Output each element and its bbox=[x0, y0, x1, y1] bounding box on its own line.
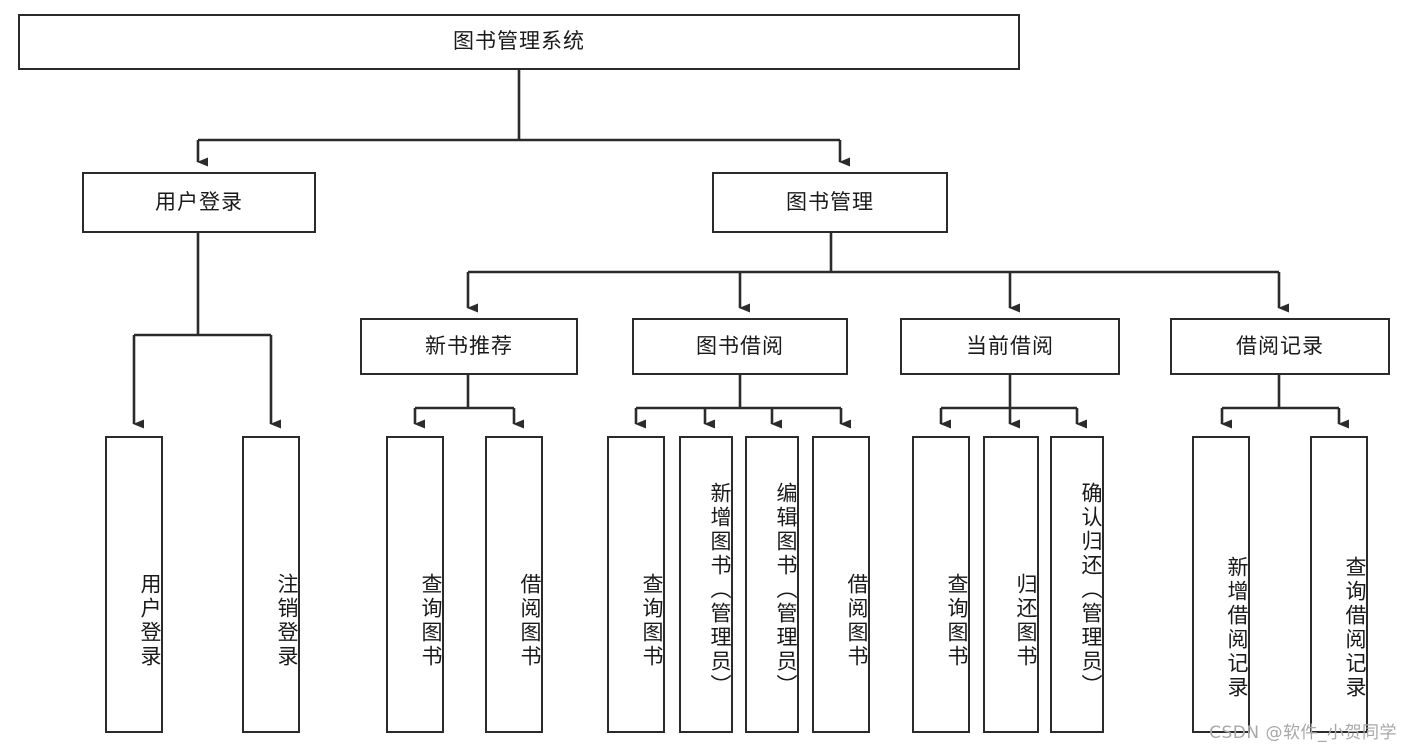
leaf-borrow-records-add-record[interactable]: 新增借阅记录 bbox=[1192, 436, 1250, 733]
node-label: 用户登录 bbox=[155, 189, 243, 214]
node-user-login[interactable]: 用户登录 bbox=[82, 172, 316, 233]
node-label: 借阅记录 bbox=[1236, 333, 1324, 358]
leaf-book-borrow-borrow-book[interactable]: 借阅图书 bbox=[812, 436, 870, 733]
leaf-book-borrow-add-book-admin[interactable]: 新增图书（管理员） bbox=[679, 436, 733, 733]
node-label: 新增图书（管理员） bbox=[708, 481, 732, 698]
node-label: 新书推荐 bbox=[425, 333, 513, 358]
leaf-borrow-records-query-record[interactable]: 查询借阅记录 bbox=[1310, 436, 1368, 733]
node-label: 借阅图书 bbox=[845, 572, 869, 669]
node-label: 用户登录 bbox=[138, 572, 162, 669]
leaf-book-borrow-query-book[interactable]: 查询图书 bbox=[607, 436, 665, 733]
leaf-current-borrow-query-book[interactable]: 查询图书 bbox=[912, 436, 970, 733]
node-label: 归还图书 bbox=[1014, 572, 1038, 669]
node-root-book-management-system[interactable]: 图书管理系统 bbox=[18, 14, 1020, 70]
leaf-current-borrow-return-book[interactable]: 归还图书 bbox=[983, 436, 1039, 733]
leaf-new-book-borrow-book[interactable]: 借阅图书 bbox=[485, 436, 543, 733]
node-label: 查询图书 bbox=[945, 572, 969, 669]
node-borrow-records[interactable]: 借阅记录 bbox=[1170, 318, 1390, 375]
node-label: 查询借阅记录 bbox=[1343, 555, 1367, 700]
leaf-user-login-login[interactable]: 用户登录 bbox=[105, 436, 163, 733]
node-book-borrow[interactable]: 图书借阅 bbox=[632, 318, 848, 375]
node-current-borrow[interactable]: 当前借阅 bbox=[900, 318, 1120, 375]
node-label: 借阅图书 bbox=[518, 572, 542, 669]
node-label: 图书借阅 bbox=[696, 333, 784, 358]
leaf-user-login-logout[interactable]: 注销登录 bbox=[242, 436, 300, 733]
node-new-book-recommend[interactable]: 新书推荐 bbox=[360, 318, 578, 375]
leaf-new-book-query-book[interactable]: 查询图书 bbox=[386, 436, 444, 733]
leaf-book-borrow-edit-book-admin[interactable]: 编辑图书（管理员） bbox=[745, 436, 799, 733]
node-label: 查询图书 bbox=[640, 572, 664, 669]
node-label: 确认归还（管理员） bbox=[1079, 481, 1103, 698]
node-book-management[interactable]: 图书管理 bbox=[712, 172, 948, 233]
node-label: 注销登录 bbox=[275, 572, 299, 669]
node-label: 编辑图书（管理员） bbox=[774, 481, 798, 698]
node-label: 查询图书 bbox=[419, 572, 443, 669]
node-label: 新增借阅记录 bbox=[1225, 555, 1249, 700]
node-label: 图书管理系统 bbox=[453, 29, 585, 54]
node-label: 当前借阅 bbox=[966, 333, 1054, 358]
csdn-watermark: CSDN @软件_小贺同学 bbox=[1209, 723, 1397, 743]
leaf-current-borrow-confirm-return-admin[interactable]: 确认归还（管理员） bbox=[1050, 436, 1104, 733]
node-label: 图书管理 bbox=[786, 189, 874, 214]
